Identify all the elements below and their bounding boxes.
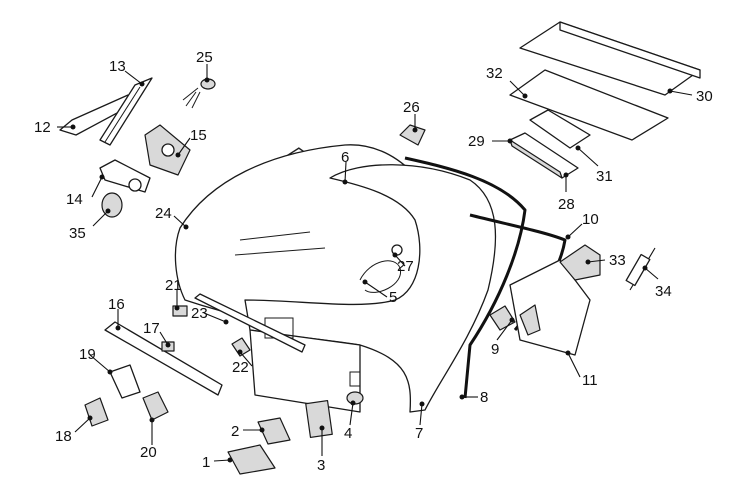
callout-14: 14 (66, 191, 83, 208)
part-19-bracket (109, 364, 141, 399)
callout-32: 32 (486, 65, 503, 82)
part-8-seal (404, 156, 527, 399)
callout-19: 19 (79, 346, 96, 363)
callout-4: 4 (344, 425, 352, 442)
callout-10: 10 (582, 211, 599, 228)
part-11-lower-panel (509, 259, 591, 356)
callout-24: 24 (155, 205, 172, 222)
part-33-hinge (559, 244, 601, 281)
part-25-washer-jet (182, 78, 216, 109)
callout-11: 11 (582, 372, 598, 389)
part-3-plate (305, 400, 333, 438)
callout-23: 23 (191, 305, 208, 322)
callout-30: 30 (696, 88, 713, 105)
part-6-7-tailgate-shell (244, 164, 497, 413)
callout-20: 20 (140, 444, 157, 461)
callout-12: 12 (34, 119, 51, 136)
callout-25: 25 (196, 49, 213, 66)
part-22-clip (231, 337, 251, 357)
callout-2: 2 (231, 423, 239, 440)
callout-6: 6 (341, 149, 349, 166)
callout-16: 16 (108, 296, 125, 313)
callout-21: 21 (165, 277, 182, 294)
callout-31: 31 (596, 168, 613, 185)
part-26-clip (399, 124, 426, 146)
callout-22: 22 (232, 359, 249, 376)
callout-27: 27 (397, 258, 414, 275)
part-5-27-wiring (359, 244, 403, 293)
part-2-bracket (257, 417, 291, 445)
callout-28: 28 (558, 196, 575, 213)
callout-7: 7 (415, 425, 423, 442)
callout-3: 3 (317, 457, 325, 474)
callout-17: 17 (143, 320, 160, 337)
callout-dots (70, 77, 673, 463)
part-16-trim-strip (104, 321, 223, 396)
callout-5: 5 (389, 289, 397, 306)
part-28-spoiler (509, 109, 591, 179)
callout-8: 8 (480, 389, 488, 406)
callout-15: 15 (190, 127, 207, 144)
callout-9: 9 (491, 341, 499, 358)
callout-34: 34 (655, 283, 672, 300)
part-34-gas-strut (625, 247, 656, 291)
callout-numbers: 1 2 3 4 5 6 7 8 9 10 11 12 13 14 15 16 1… (34, 49, 713, 474)
callout-18: 18 (55, 428, 72, 445)
part-12-13-wiper (59, 77, 153, 146)
part-20-latch (142, 391, 169, 421)
part-15-wiper-motor (144, 124, 191, 176)
part-1-bracket (227, 444, 276, 475)
part-18-handle (84, 397, 109, 427)
part-23-trim-strip (194, 293, 306, 353)
callout-33: 33 (609, 252, 626, 269)
callout-1: 1 (202, 454, 210, 471)
part-21-clip (172, 305, 188, 317)
callout-35: 35 (69, 225, 86, 242)
callout-26: 26 (403, 99, 420, 116)
part-14-bracket (99, 159, 151, 193)
part-30-parcel-shelf (509, 21, 701, 141)
callout-13: 13 (109, 58, 126, 75)
callout-leaders (57, 64, 693, 462)
callout-29: 29 (468, 133, 485, 150)
